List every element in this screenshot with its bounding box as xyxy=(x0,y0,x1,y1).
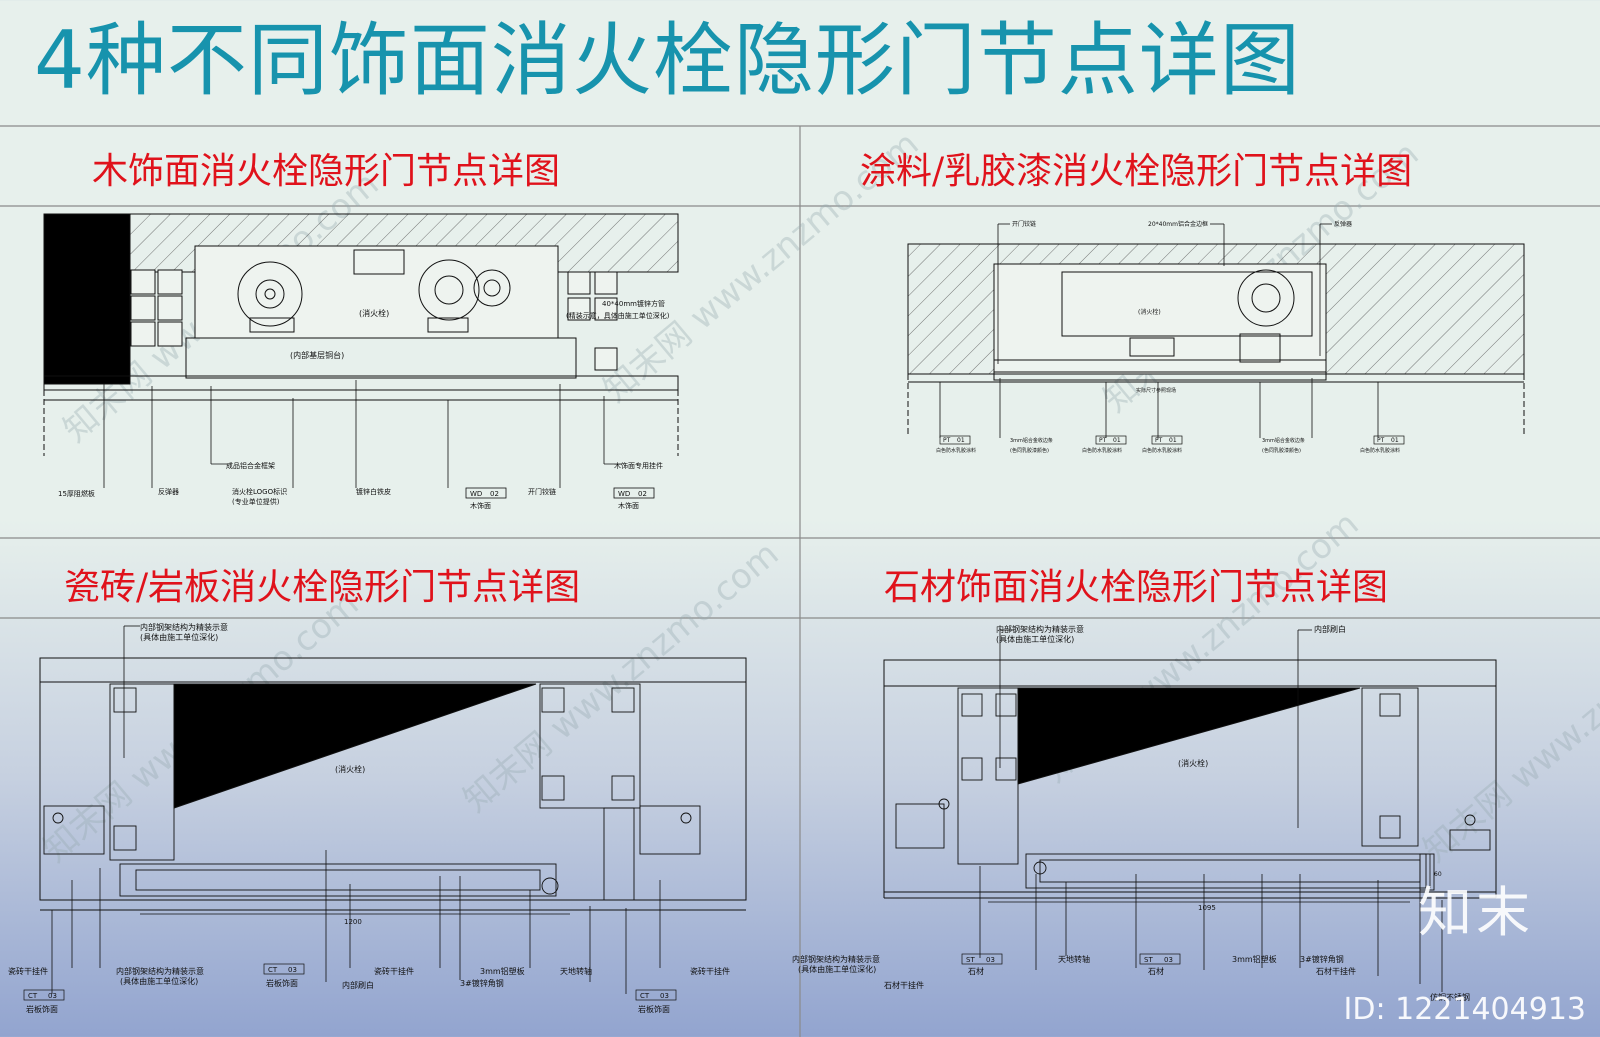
label-steel-bottom: 内部钢架结构为精装示意 xyxy=(116,966,204,976)
label-stainless: 仿铜不锈钢 xyxy=(1430,992,1470,1002)
label-steel-note-2: (具体由施工单位深化) xyxy=(996,634,1074,644)
label-reflector: 反弹器 xyxy=(1334,220,1352,228)
tag-name: 木饰面 xyxy=(618,501,639,510)
label-logo-mark: 消火栓LOGO标识 xyxy=(232,487,287,496)
tag-num: 03 xyxy=(48,992,57,1000)
label-angle-steel: 3#镀锌角钢 xyxy=(460,978,504,988)
tag-num: 01 xyxy=(1169,437,1177,444)
label-pivot: 天地转轴 xyxy=(1058,954,1090,964)
page-title: 4种不同饰面消火栓隐形门节点详图 xyxy=(34,14,1301,107)
tag-code: PT xyxy=(1377,437,1385,444)
tag-code: WD xyxy=(618,490,630,498)
tag-num: 02 xyxy=(638,490,647,498)
label-inner-base: (内部基层铜台) xyxy=(290,350,344,360)
label-alu-plastic: 3mm铝塑板 xyxy=(480,966,525,976)
tag-name: 白色防水乳胶涂料 xyxy=(1082,447,1122,454)
label-hinge: 开门铰链 xyxy=(1012,220,1036,228)
label-trim-note: (色同乳胶漆颜色) xyxy=(1262,447,1301,454)
label-angle-steel: 3#镀锌角钢 xyxy=(1300,954,1344,964)
label-steel-bottom-2: (具体由施工单位深化) xyxy=(120,976,198,986)
label-galv-iron: 镀锌白铁皮 xyxy=(356,487,391,496)
tag-num: 01 xyxy=(1113,437,1121,444)
tag-code: PT xyxy=(1099,437,1107,444)
label-reflector: 反弹器 xyxy=(158,487,179,496)
label-tile-hanger: 瓷砖干挂件 xyxy=(690,966,730,976)
label-tile-hanger: 瓷砖干挂件 xyxy=(8,966,48,976)
tag-num: 03 xyxy=(1164,956,1173,964)
panel-title-wood: 木饰面消火栓隐形门节点详图 xyxy=(92,151,561,192)
image-id-label: ID: 1221404913 xyxy=(1343,992,1586,1027)
tag-name: 石材 xyxy=(968,966,984,976)
tag-name: 岩板饰面 xyxy=(638,1004,670,1014)
panel-title-stone: 石材饰面消火栓隐形门节点详图 xyxy=(884,567,1389,608)
label-hydrant: (消火栓) xyxy=(1138,308,1161,316)
label-hydrant: (消火栓) xyxy=(335,764,365,774)
tag-name: 白色防水乳胶涂料 xyxy=(1142,447,1182,454)
label-steel-note: 内部钢架结构为精装示意 xyxy=(996,624,1084,634)
panel-title-tile: 瓷砖/岩板消火栓隐形门节点详图 xyxy=(64,567,581,608)
panel-title-paint: 涂料/乳胶漆消火栓隐形门节点详图 xyxy=(860,151,1413,192)
label-pipe-note: 40*40mm镀锌方管 xyxy=(602,299,665,308)
label-stone-hanger: 石材干挂件 xyxy=(1316,966,1356,976)
label-steel-note: 内部钢架结构为精装示意 xyxy=(140,622,228,632)
tag-num: 03 xyxy=(660,992,669,1000)
tag-name: 木饰面 xyxy=(470,501,491,510)
label-hydrant: (消火栓) xyxy=(359,308,389,318)
tag-code: ST xyxy=(1144,956,1153,964)
tag-name: 岩板饰面 xyxy=(26,1004,58,1014)
label-trim: 3mm铝合金收边条 xyxy=(1010,437,1053,444)
tag-num: 01 xyxy=(957,437,965,444)
tag-name: 白色防水乳胶涂料 xyxy=(936,447,976,454)
tag-num: 02 xyxy=(490,490,499,498)
tag-name: 白色防水乳胶涂料 xyxy=(1360,447,1400,454)
label-dimension-note: 实际尺寸参照现场 xyxy=(1136,387,1176,394)
tag-name: 石材 xyxy=(1148,966,1164,976)
label-pivot: 天地转轴 xyxy=(560,966,592,976)
label-dimension: 1095 xyxy=(1198,904,1216,912)
tag-num: 03 xyxy=(986,956,995,964)
wood-section-drawing: (消火栓) (内部基层铜台) 40*40mm镀锌方管 (精装示意，具体由施工单位… xyxy=(43,213,679,510)
label-stone-hanger: 石材干挂件 xyxy=(884,980,924,990)
label-wood-hanger: 木饰面专用挂件 xyxy=(614,461,663,470)
paint-section-drawing: 开门铰链 20*40mm铝合金边框 反弹器 (消火栓) 实际尺寸参照现场 PT … xyxy=(907,220,1525,454)
tag-code: CT xyxy=(28,992,38,1000)
brand-logo: 知末 xyxy=(1418,881,1534,944)
label-paint-inner: 内部刷白 xyxy=(342,980,374,990)
tag-code: WD xyxy=(470,490,482,498)
label-steel-note-2: (具体由施工单位深化) xyxy=(140,632,218,642)
tag-name: 岩板饰面 xyxy=(266,978,298,988)
label-alu-plastic: 3mm铝塑板 xyxy=(1232,954,1277,964)
label-tile-hanger: 瓷砖干挂件 xyxy=(374,966,414,976)
label-aluminum-frame: 成品铝合金框架 xyxy=(226,461,275,470)
tag-code: CT xyxy=(640,992,650,1000)
label-paint-inner: 内部刷白 xyxy=(1314,624,1346,634)
tile-section-drawing: 内部钢架结构为精装示意 (具体由施工单位深化) (消火栓) 1200 瓷砖干挂件… xyxy=(8,622,747,1014)
label-plywood: 15厚阻燃板 xyxy=(58,489,95,498)
label-dimension-small: 60 xyxy=(1434,871,1442,878)
label-hydrant: (消火栓) xyxy=(1178,758,1208,768)
label-edge-strip: 20*40mm铝合金边框 xyxy=(1148,220,1208,228)
tag-num: 03 xyxy=(288,966,297,974)
label-dimension: 1200 xyxy=(344,918,362,926)
tag-code: PT xyxy=(943,437,951,444)
label-hinge: 开门铰链 xyxy=(528,487,556,496)
tag-code: CT xyxy=(268,966,278,974)
label-steel-bottom: 内部钢架结构为精装示意 xyxy=(792,954,880,964)
label-pipe-note-2: (精装示意，具体由施工单位深化) xyxy=(566,311,670,320)
stone-section-drawing: 内部钢架结构为精装示意 (具体由施工单位深化) 内部刷白 (消火栓) 1095 … xyxy=(792,624,1497,1002)
tag-code: PT xyxy=(1155,437,1163,444)
label-logo-note: (专业单位提供) xyxy=(232,497,280,506)
tag-code: ST xyxy=(966,956,975,964)
label-trim-note: (色同乳胶漆颜色) xyxy=(1010,447,1049,454)
label-trim: 3mm铝合金收边条 xyxy=(1262,437,1305,444)
label-steel-bottom-2: (具体由施工单位深化) xyxy=(798,964,876,974)
tag-num: 01 xyxy=(1391,437,1399,444)
